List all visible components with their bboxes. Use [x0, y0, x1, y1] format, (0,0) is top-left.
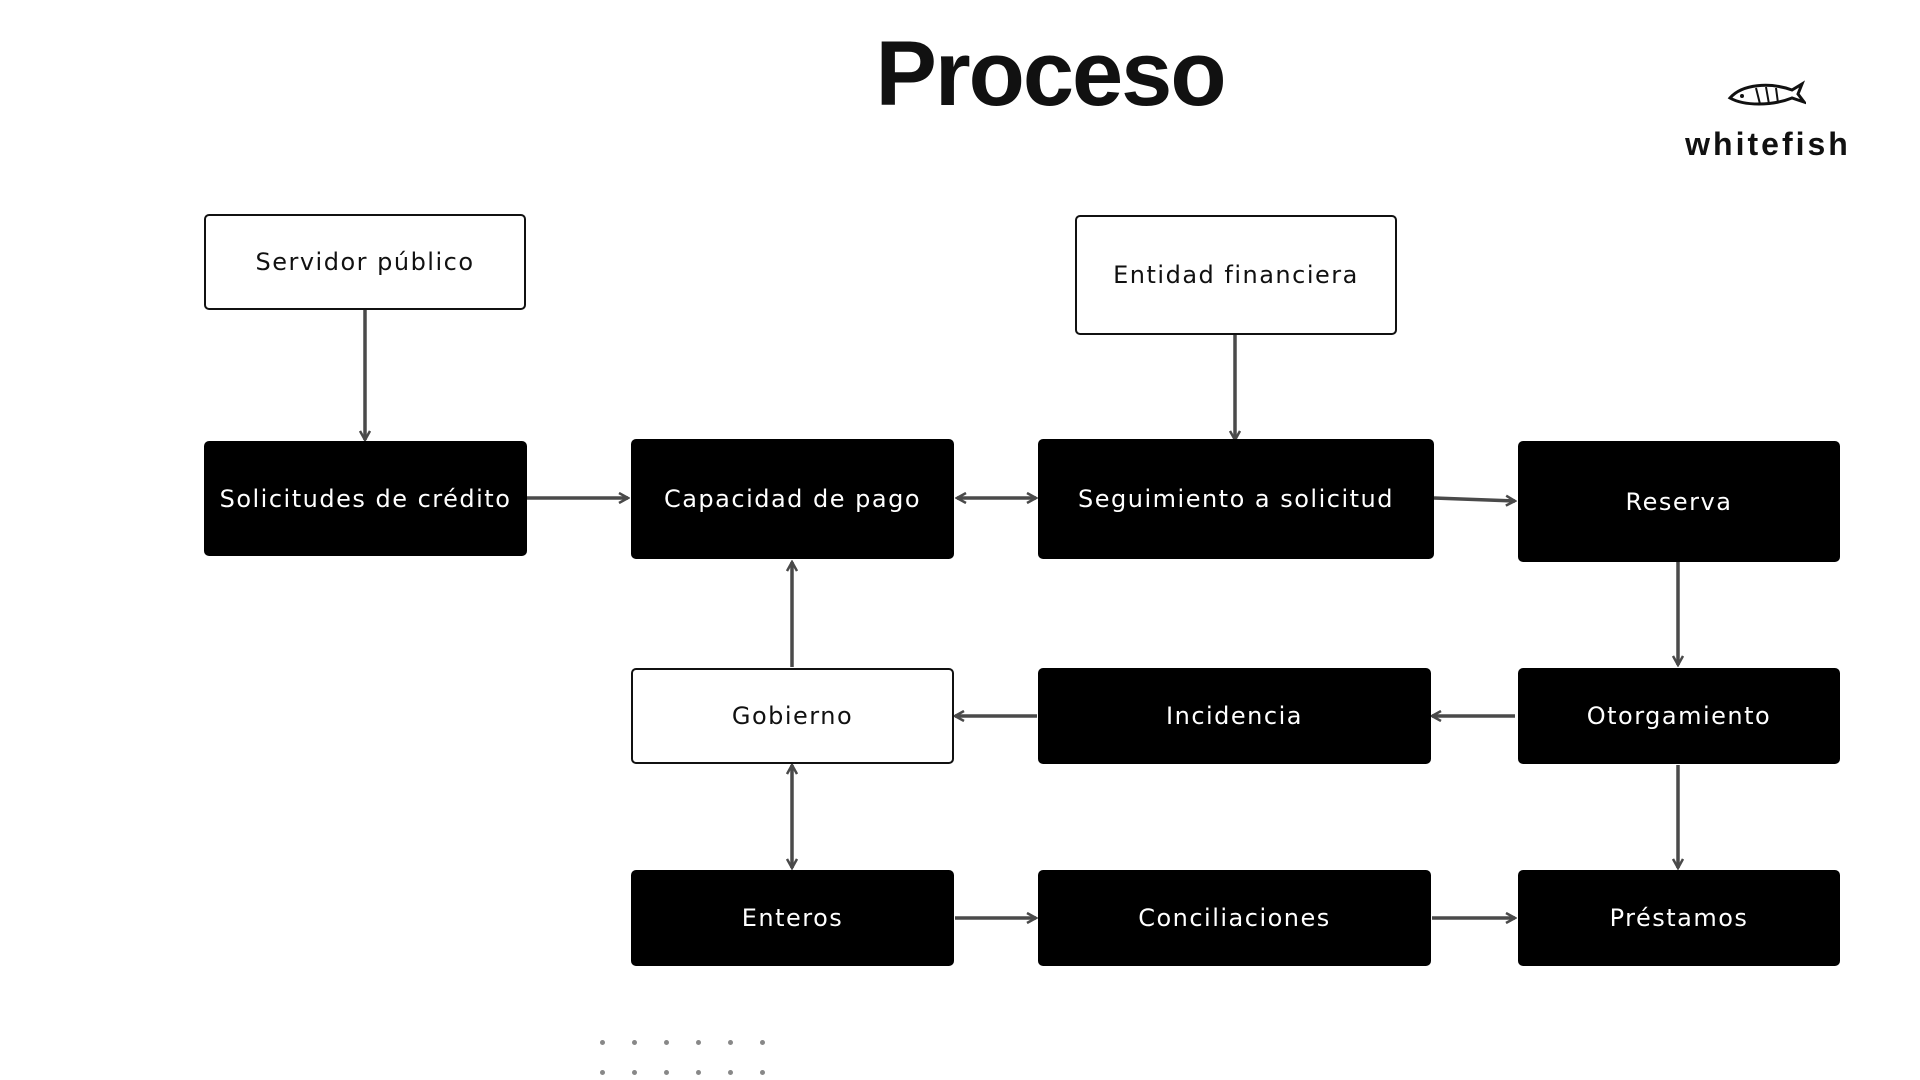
logo-text: whitefish — [1685, 126, 1851, 162]
node-incidencia: Incidencia — [1038, 668, 1431, 764]
arrow-seguimiento-reserva — [1433, 498, 1515, 501]
node-reserva: Reserva — [1518, 441, 1840, 562]
node-entidad-financiera: Entidad financiera — [1075, 215, 1397, 335]
node-otorgamiento: Otorgamiento — [1518, 668, 1840, 764]
decorative-dot-grid — [600, 1040, 766, 1075]
node-prestamos: Préstamos — [1518, 870, 1840, 966]
node-enteros: Enteros — [631, 870, 954, 966]
page-title: Proceso — [875, 23, 1226, 125]
node-gobierno: Gobierno — [631, 668, 954, 764]
node-servidor-publico: Servidor público — [204, 214, 526, 310]
fish-icon — [1727, 80, 1806, 106]
node-seguimiento-a-solicitud: Seguimiento a solicitud — [1038, 439, 1434, 559]
node-capacidad-de-pago: Capacidad de pago — [631, 439, 954, 559]
node-solicitudes-de-credito: Solicitudes de crédito — [204, 441, 527, 556]
whitefish-logo: whitefish — [1668, 78, 1868, 168]
node-conciliaciones: Conciliaciones — [1038, 870, 1431, 966]
